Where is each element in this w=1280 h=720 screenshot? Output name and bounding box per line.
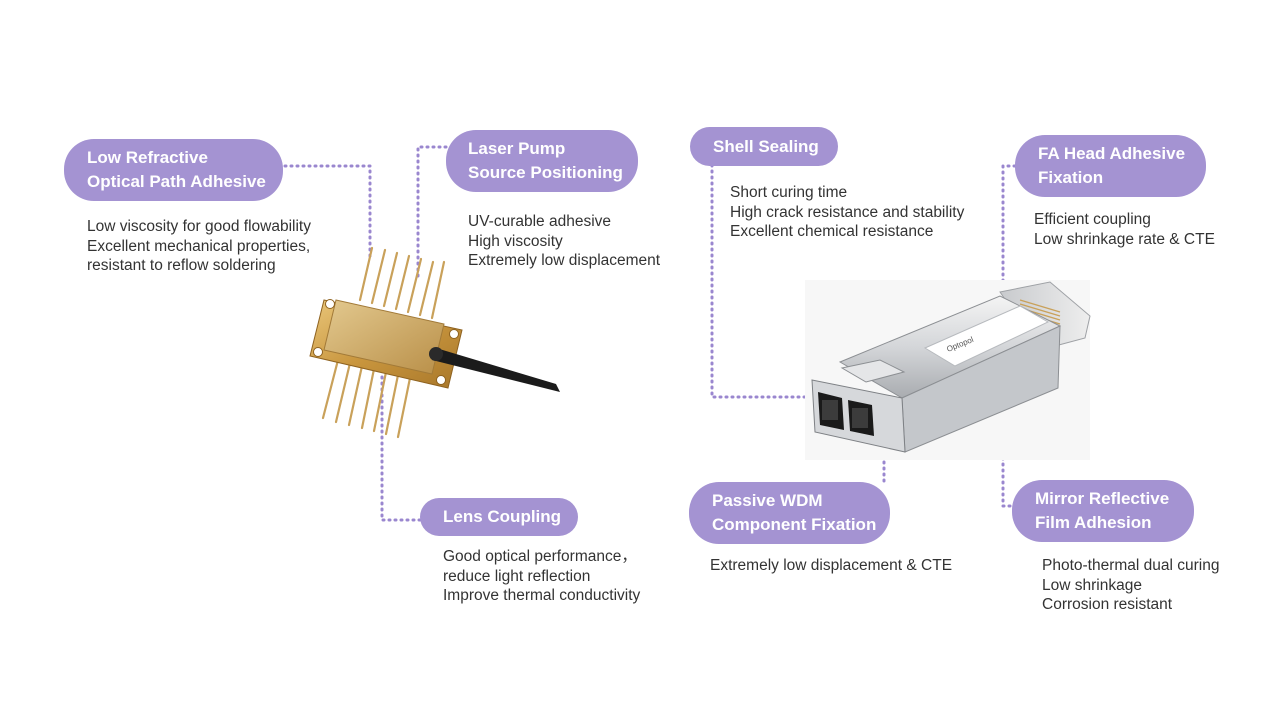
connector-mirror-reflective [1001, 420, 1018, 508]
low-refractive-title-2: Optical Path Adhesive [87, 172, 266, 191]
connector-laser-pump [416, 145, 448, 280]
laser-pump-desc-3: Extremely low displacement [468, 252, 661, 269]
fa-head-desc-1: Efficient coupling [1034, 211, 1151, 228]
fa-head-title-1: FA Head Adhesive [1038, 144, 1186, 163]
desc-laser-pump: UV-curable adhesive High viscosity Extre… [468, 212, 660, 271]
laser-pump-desc-2: High viscosity [468, 232, 563, 250]
desc-lens-coupling: Good optical performance， reduce light r… [443, 547, 640, 606]
low-refractive-desc-2: Excellent mechanical properties, [87, 237, 311, 255]
mirror-reflective-title-2: Film Adhesion [1035, 513, 1152, 532]
connector-low-refractive [283, 164, 372, 260]
low-refractive-title-1: Low Refractive [87, 148, 208, 167]
mirror-reflective-desc-1: Photo-thermal dual curing [1042, 557, 1220, 574]
pill-lens-coupling: Lens Coupling [420, 498, 578, 536]
mirror-reflective-title-1: Mirror Reflective [1035, 489, 1170, 508]
passive-wdm-title-1: Passive WDM [712, 491, 823, 510]
pill-mirror-reflective: Mirror Reflective Film Adhesion [1012, 480, 1194, 542]
passive-wdm-desc-1: Extremely low displacement & CTE [710, 557, 953, 574]
desc-mirror-reflective: Photo-thermal dual curing Low shrinkage … [1042, 556, 1220, 615]
lens-coupling-title: Lens Coupling [443, 507, 562, 526]
laser-pump-title-2: Source Positioning [468, 163, 623, 182]
shell-sealing-desc-3: Excellent chemical resistance [730, 223, 934, 240]
pill-low-refractive: Low Refractive Optical Path Adhesive [64, 139, 283, 201]
laser-pump-title-1: Laser Pump [468, 139, 566, 158]
pill-shell-sealing: Shell Sealing [690, 127, 838, 166]
fa-head-title-2: Fixation [1038, 168, 1104, 187]
connector-shell-sealing [710, 163, 808, 399]
low-refractive-desc-3: resistant to reflow soldering [87, 257, 276, 274]
mirror-reflective-desc-2: Low shrinkage [1042, 576, 1142, 594]
shell-sealing-desc-1: Short curing time [730, 184, 848, 201]
pill-fa-head: FA Head Adhesive Fixation [1015, 135, 1206, 197]
lens-coupling-desc-3: Improve thermal conductivity [443, 587, 641, 604]
laser-pump-desc-1: UV-curable adhesive [468, 213, 612, 230]
low-refractive-desc-1: Low viscosity for good flowability [87, 218, 311, 235]
pill-laser-pump: Laser Pump Source Positioning [446, 130, 638, 192]
shell-sealing-title: Shell Sealing [713, 136, 819, 156]
fa-head-desc-2: Low shrinkage rate & CTE [1034, 230, 1215, 248]
desc-passive-wdm: Extremely low displacement & CTE [710, 556, 952, 576]
lens-coupling-desc-1: Good optical performance， [443, 548, 637, 565]
desc-shell-sealing: Short curing time High crack resistance … [730, 183, 964, 242]
desc-fa-head: Efficient coupling Low shrinkage rate & … [1034, 210, 1215, 249]
passive-wdm-title-2: Component Fixation [712, 515, 877, 534]
pill-passive-wdm: Passive WDM Component Fixation [689, 482, 890, 544]
connector-lens-coupling [380, 370, 422, 522]
lens-coupling-desc-2: reduce light reflection [443, 567, 591, 585]
connector-fa-head [1001, 164, 1017, 290]
desc-low-refractive: Low viscosity for good flowability Excel… [87, 217, 311, 276]
mirror-reflective-desc-3: Corrosion resistant [1042, 596, 1173, 613]
shell-sealing-desc-2: High crack resistance and stability [730, 203, 965, 221]
